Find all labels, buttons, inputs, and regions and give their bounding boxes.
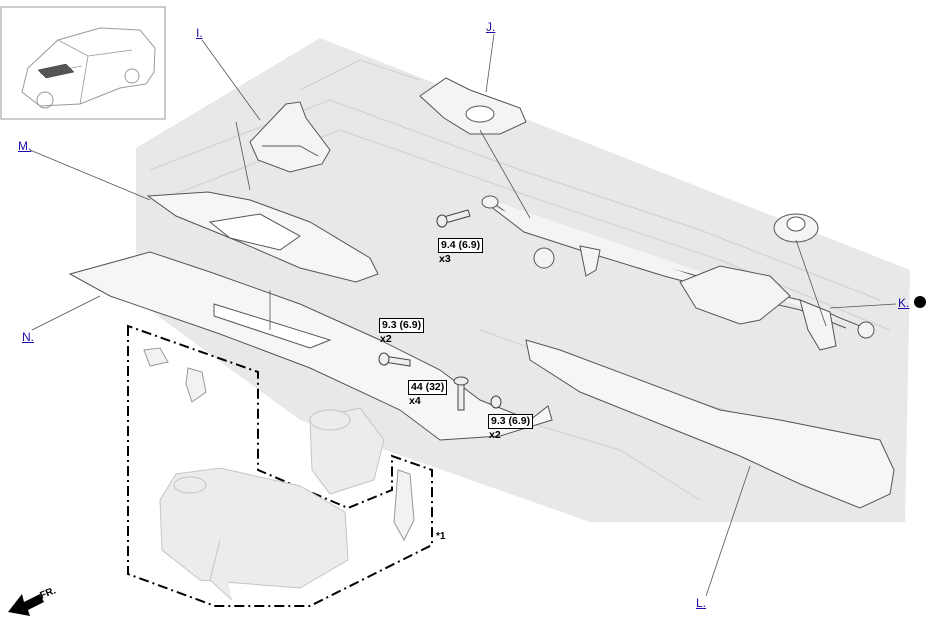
torque-quantity: x2 (489, 429, 501, 441)
engine-bay-background (136, 38, 910, 522)
callout-n-link[interactable]: N. (22, 330, 34, 344)
callout-i-link[interactable]: I. (196, 26, 203, 40)
front-direction-arrow (8, 594, 44, 616)
wiper-linkage (481, 195, 875, 351)
torque-label-bolt-c: 44 (32) x4 (408, 380, 448, 408)
callout-k-link[interactable]: K. (898, 296, 910, 310)
torque-quantity: x4 (409, 395, 421, 407)
optional-parts-note: *1 (436, 531, 446, 542)
bolts (378, 209, 502, 411)
torque-value: 9.3 (6.9) (488, 414, 534, 429)
torque-value: 9.4 (6.9) (438, 238, 484, 253)
part-i-cover (249, 101, 331, 173)
part-j-cover (419, 77, 527, 135)
torque-value: 9.3 (6.9) (379, 318, 425, 333)
part-l-lower-cowl (525, 339, 895, 509)
part-m-cowl (146, 191, 379, 283)
callout-j-link[interactable]: J. (486, 20, 496, 34)
torque-quantity: x2 (380, 333, 392, 345)
torque-quantity: x3 (439, 253, 451, 265)
torque-value: 44 (32) (408, 380, 448, 395)
torque-label-bolt-a: 9.4 (6.9) x3 (438, 238, 484, 266)
leader-lines (29, 33, 897, 597)
selected-marker-dot (914, 296, 926, 308)
torque-label-bolt-b: 9.3 (6.9) x2 (379, 318, 425, 346)
torque-label-bolt-d: 9.3 (6.9) x2 (488, 414, 534, 442)
small-brackets (143, 347, 415, 542)
vehicle-location-inset (0, 6, 166, 120)
callout-l-link[interactable]: L. (696, 596, 707, 610)
reservoir-tank (159, 407, 385, 601)
callout-m-link[interactable]: M. (18, 139, 32, 153)
optional-parts-outline (127, 324, 433, 607)
part-k-grommet (773, 213, 819, 243)
